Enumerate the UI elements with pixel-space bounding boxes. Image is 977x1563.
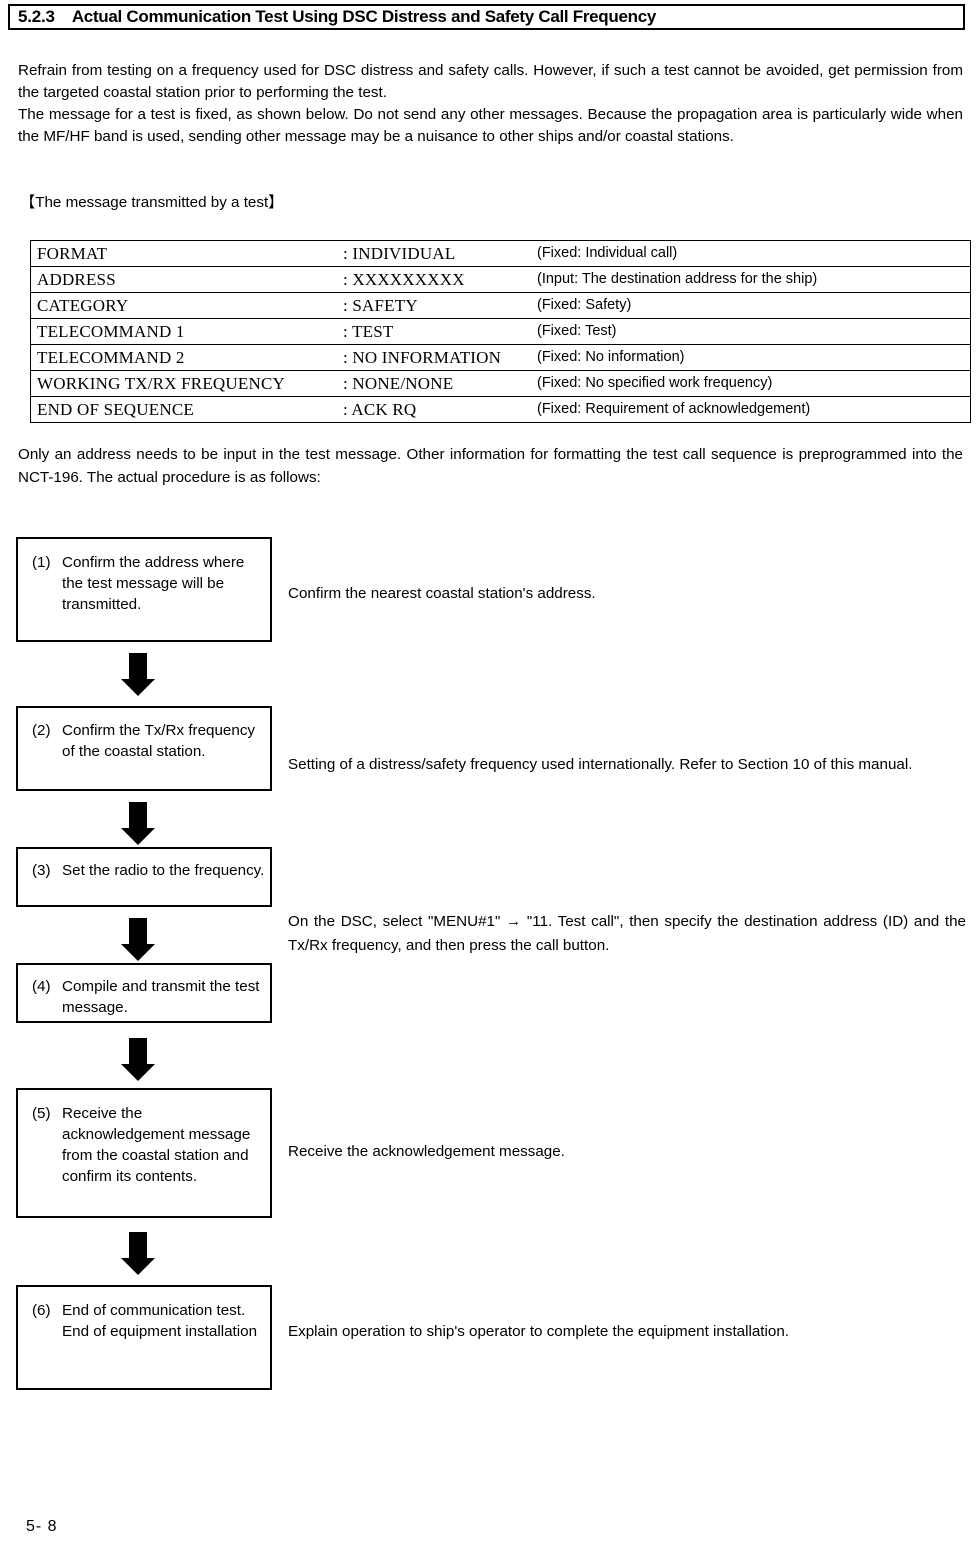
flowchart-step-4: (4) Compile and transmit the test messag… xyxy=(16,963,272,1023)
field-value: : XXXXXXXXX xyxy=(337,266,533,293)
section-title: Actual Communication Test Using DSC Dist… xyxy=(71,7,657,26)
field-label: TELECOMMAND 1 xyxy=(30,318,337,345)
field-label: CATEGORY xyxy=(30,292,337,319)
step-index: (1) xyxy=(32,554,51,571)
flow-note-4: Receive the acknowledgement message. xyxy=(288,1143,565,1160)
flow-arrow-3-to-4 xyxy=(121,918,155,961)
step-text: Compile and transmit the test message. xyxy=(62,978,260,1016)
page-number: 5- 8 xyxy=(26,1518,58,1535)
step-index: (2) xyxy=(32,722,51,739)
after-table-paragraph: Only an address needs to be input in the… xyxy=(18,443,963,489)
field-label: WORKING TX/RX FREQUENCY xyxy=(30,370,337,397)
step-index: (3) xyxy=(32,862,51,879)
table-row: END OF SEQUENCE : ACK RQ (Fixed: Require… xyxy=(30,396,971,423)
field-label: TELECOMMAND 2 xyxy=(30,344,337,371)
field-value: : ACK RQ xyxy=(337,396,533,423)
table-row: WORKING TX/RX FREQUENCY : NONE/NONE (Fix… xyxy=(30,370,971,397)
step-index: (4) xyxy=(32,978,51,995)
flowchart-step-6: (6) End of communication test. End of eq… xyxy=(16,1285,272,1390)
flow-arrow-5-to-6 xyxy=(121,1232,155,1275)
message-table: FORMAT : INDIVIDUAL (Fixed: Individual c… xyxy=(30,240,971,423)
field-label: FORMAT xyxy=(30,240,337,267)
table-row: TELECOMMAND 2 : NO INFORMATION (Fixed: N… xyxy=(30,344,971,371)
table-row: CATEGORY : SAFETY (Fixed: Safety) xyxy=(30,292,971,319)
table-row: FORMAT : INDIVIDUAL (Fixed: Individual c… xyxy=(30,240,971,267)
table-row: ADDRESS : XXXXXXXXX (Input: The destinat… xyxy=(30,266,971,293)
flow-note-5: Explain operation to ship's operator to … xyxy=(288,1323,790,1340)
field-note: (Fixed: No specified work frequency) xyxy=(533,370,971,397)
after-table-text: Only an address needs to be input in the… xyxy=(18,446,963,486)
field-label: ADDRESS xyxy=(30,266,337,293)
step-index: (6) xyxy=(32,1302,51,1319)
flow-note-3: On the DSC, select "MENU#1" → "11. Test … xyxy=(288,913,966,954)
flowchart-step-5: (5) Receive the acknowledgement message … xyxy=(16,1088,272,1218)
field-value: : NONE/NONE xyxy=(337,370,533,397)
flow-arrow-4-to-5 xyxy=(121,1038,155,1081)
step-text: Set the radio to the frequency. xyxy=(62,862,265,879)
flow-arrow-1-to-2 xyxy=(121,653,155,696)
field-note: (Fixed: Individual call) xyxy=(533,240,971,267)
table-row: TELECOMMAND 1 : TEST (Fixed: Test) xyxy=(30,318,971,345)
message-caption: 【The message transmitted by a test】 xyxy=(20,194,284,211)
step-index: (5) xyxy=(32,1105,51,1122)
field-note: (Fixed: Requirement of acknowledgement) xyxy=(533,396,971,423)
field-note: (Fixed: No information) xyxy=(533,344,971,371)
flow-note-1: Confirm the nearest coastal station's ad… xyxy=(288,585,596,602)
intro-paragraphs: Refrain from testing on a frequency used… xyxy=(18,60,963,148)
field-value: : SAFETY xyxy=(337,292,533,319)
field-note: (Fixed: Test) xyxy=(533,318,971,345)
step-text: End of communication test. End of equipm… xyxy=(62,1302,258,1340)
section-header: 5.2.3 Actual Communication Test Using DS… xyxy=(8,4,965,30)
intro-paragraph-1: Refrain from testing on a frequency used… xyxy=(18,62,963,101)
step-text: Confirm the address where the test messa… xyxy=(62,554,245,613)
flow-note-2: Setting of a distress/safety frequency u… xyxy=(288,756,913,773)
flowchart-step-1: (1) Confirm the address where the test m… xyxy=(16,537,272,642)
step-text: Confirm the Tx/Rx frequency of the coast… xyxy=(62,722,256,760)
field-value: : TEST xyxy=(337,318,533,345)
section-number: 5.2.3 xyxy=(18,7,55,26)
field-note: (Fixed: Safety) xyxy=(533,292,971,319)
field-note: (Input: The destination address for the … xyxy=(533,266,971,293)
flow-arrow-2-to-3 xyxy=(121,802,155,845)
intro-paragraph-2: The message for a test is fixed, as show… xyxy=(18,106,963,145)
field-label: END OF SEQUENCE xyxy=(30,396,337,423)
flowchart-step-2: (2) Confirm the Tx/Rx frequency of the c… xyxy=(16,706,272,791)
flowchart-step-3: (3) Set the radio to the frequency. xyxy=(16,847,272,907)
step-text: Receive the acknowledgement message from… xyxy=(62,1105,251,1185)
field-value: : NO INFORMATION xyxy=(337,344,533,371)
field-value: : INDIVIDUAL xyxy=(337,240,533,267)
